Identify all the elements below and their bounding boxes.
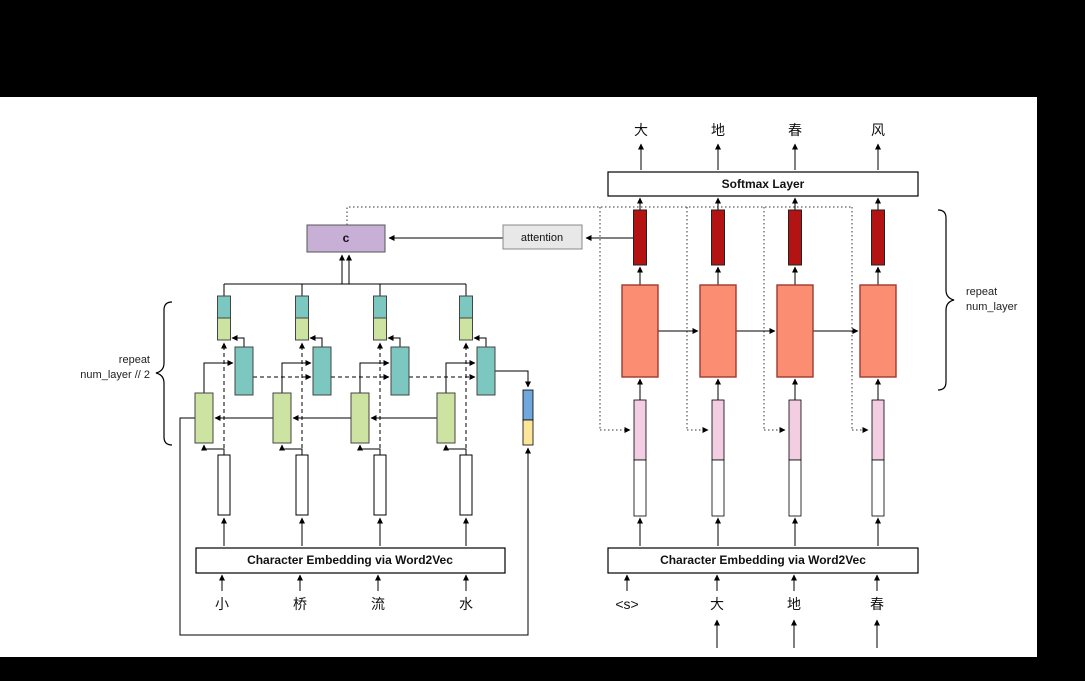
embedding-vector <box>633 459 647 517</box>
embedding-context-part <box>871 399 885 461</box>
context-vector-box <box>306 224 386 253</box>
decoder-output-state <box>788 209 802 266</box>
lstm-cell-layer2 <box>234 346 254 396</box>
decoder-wires <box>624 143 881 648</box>
decoder-output-state <box>633 209 647 266</box>
embedding-vector <box>459 454 473 516</box>
lstm-cell-layer2 <box>312 346 332 396</box>
decoder-input-chars: <s> 大 地 春 <box>615 596 884 612</box>
decoder-column-guides <box>639 198 879 546</box>
decoder-output-char: 地 <box>711 122 725 138</box>
lstm-cell-layer1 <box>436 392 456 444</box>
embedding-vector <box>217 454 231 516</box>
embedding-context-part <box>633 399 647 461</box>
decoder-output-states <box>633 209 885 266</box>
encoder-repeat-label-line2: num_layer // 2 <box>80 369 150 381</box>
encoder: Character Embedding via Word2Vec 小 桥 流 水… <box>80 254 534 636</box>
lstm-cell-layer2 <box>390 346 410 396</box>
attention-box <box>502 224 583 250</box>
context-feed-dotted-lines <box>346 206 869 433</box>
encoder-repeat-brace <box>155 301 173 446</box>
seq2seq-diagram: Character Embedding via Word2Vec 小 桥 流 水… <box>80 122 1018 648</box>
lstm-cell-layer1 <box>350 392 370 444</box>
decoder: 大 地 春 风 Softmax Layer <box>607 122 1018 648</box>
encoder-embedding-box <box>195 547 506 574</box>
hidden-state-top <box>373 295 387 319</box>
hidden-state-bottom <box>373 317 387 341</box>
decoder-lstm-cell <box>699 284 737 378</box>
decoder-repeat-label-line1: repeat <box>966 286 997 298</box>
softmax-layer-label: Softmax Layer <box>722 177 805 191</box>
decoder-output-state <box>711 209 725 266</box>
decoder-input-char: 春 <box>870 596 884 612</box>
decoder-repeat-brace <box>937 209 955 391</box>
decoder-input-char: <s> <box>615 596 638 612</box>
context-vector-label: c <box>343 231 350 245</box>
embedding-context-part <box>711 399 725 461</box>
attention-label: attention <box>521 232 563 244</box>
lstm-cell-layer2 <box>476 346 496 396</box>
hidden-state-top <box>217 295 231 319</box>
init-state-forward <box>522 389 534 421</box>
decoder-output-char: 春 <box>788 122 802 138</box>
embedding-vector <box>788 459 802 517</box>
decoder-output-char: 大 <box>634 122 648 138</box>
encoder-input-char: 小 <box>215 596 229 612</box>
hidden-state-bottom <box>295 317 309 341</box>
encoder-wires <box>179 254 531 636</box>
embedding-vector <box>373 454 387 516</box>
init-state-backward <box>522 419 534 446</box>
decoder-output-char: 风 <box>871 122 885 138</box>
decoder-embedding-box <box>607 547 919 574</box>
decoder-lstm-cells <box>621 284 897 378</box>
hidden-state-top <box>459 295 473 319</box>
decoder-lstm-cell <box>621 284 659 378</box>
decoder-repeat-label-line2: num_layer <box>966 301 1018 313</box>
decoder-embedding-vectors <box>633 399 885 517</box>
decoder-output-state <box>871 209 885 266</box>
encoder-input-chars: 小 桥 流 水 <box>215 596 473 612</box>
decoder-lstm-cell <box>859 284 897 378</box>
attention-context: c attention <box>306 224 633 253</box>
softmax-layer-box <box>607 171 919 197</box>
hidden-state-bottom <box>217 317 231 341</box>
decoder-init-state <box>522 389 534 446</box>
lstm-cell-layer1 <box>272 392 292 444</box>
encoder-input-char: 流 <box>371 596 385 612</box>
embedding-context-part <box>788 399 802 461</box>
encoder-layer2-cells <box>234 346 496 396</box>
lstm-cell-layer1 <box>194 392 214 444</box>
decoder-input-char: 地 <box>787 596 801 612</box>
encoder-embedding-vectors <box>217 454 473 516</box>
encoder-layer1-cells <box>194 392 456 444</box>
embedding-vector <box>711 459 725 517</box>
embedding-vector <box>295 454 309 516</box>
decoder-embedding-label: Character Embedding via Word2Vec <box>660 553 866 567</box>
hidden-state-top <box>295 295 309 319</box>
encoder-input-char: 桥 <box>293 596 307 612</box>
decoder-lstm-cell <box>776 284 814 378</box>
decoder-output-chars: 大 地 春 风 <box>634 122 885 138</box>
encoder-input-char: 水 <box>459 596 473 612</box>
diagram-canvas: Character Embedding via Word2Vec 小 桥 流 水… <box>0 97 1037 657</box>
hidden-state-bottom <box>459 317 473 341</box>
decoder-input-char: 大 <box>710 596 724 612</box>
encoder-embedding-label: Character Embedding via Word2Vec <box>247 553 453 567</box>
encoder-output-stacks <box>217 295 473 341</box>
embedding-vector <box>871 459 885 517</box>
encoder-repeat-label-line1: repeat <box>119 354 150 366</box>
